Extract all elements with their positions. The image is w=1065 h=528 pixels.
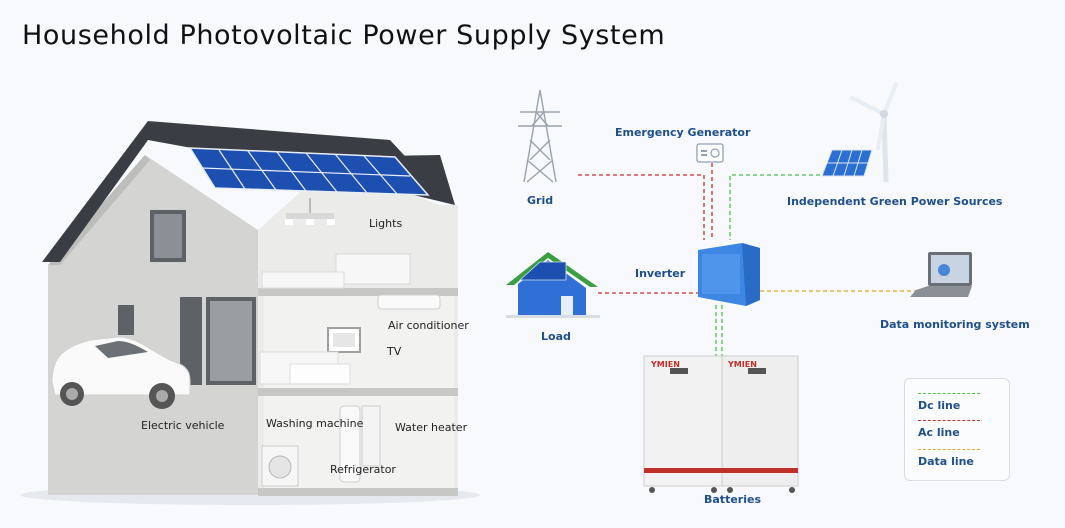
green-power-icon <box>821 82 898 183</box>
label-electric-vehicle: Electric vehicle <box>141 419 225 432</box>
label-tv: TV <box>387 345 402 358</box>
rooftop-solar-panel <box>188 147 430 196</box>
battery-brand-left: YMIEN <box>651 360 680 369</box>
inverter-icon <box>698 243 760 306</box>
label-green-power-sources: Independent Green Power Sources <box>787 195 1003 208</box>
legend-ac-swatch <box>918 420 980 421</box>
label-data-monitoring: Data monitoring system <box>880 318 1030 331</box>
legend-dc-swatch <box>918 393 980 394</box>
label-air-conditioner: Air conditioner <box>388 319 469 332</box>
page-title: Household Photovoltaic Power Supply Syst… <box>22 20 666 51</box>
legend-data-label: Data line <box>918 455 974 468</box>
label-emergency-generator: Emergency Generator <box>615 126 751 139</box>
legend-dc-label: Dc line <box>918 399 961 412</box>
battery-cabinets <box>643 355 799 493</box>
electric-vehicle-car <box>51 336 191 409</box>
house-illustration <box>20 121 480 505</box>
label-inverter: Inverter <box>635 267 686 280</box>
load-house-icon <box>506 252 600 318</box>
generator-icon <box>696 143 724 163</box>
label-grid: Grid <box>527 194 554 207</box>
label-lights: Lights <box>369 217 403 230</box>
legend-ac-label: Ac line <box>918 426 960 439</box>
connection-lines <box>578 163 916 356</box>
label-washing-machine: Washing machine <box>266 417 364 430</box>
label-batteries: Batteries <box>704 493 761 506</box>
legend-item-ac: Ac line <box>918 420 998 439</box>
label-refrigerator: Refrigerator <box>330 463 396 476</box>
label-water-heater: Water heater <box>395 421 468 434</box>
label-load: Load <box>541 330 571 343</box>
legend-item-data: Data line <box>918 449 998 468</box>
battery-brand-right: YMIEN <box>728 360 757 369</box>
grid-tower-icon <box>518 89 562 183</box>
line-legend: Dc line Ac line Data line <box>904 378 1010 481</box>
laptop-icon <box>910 252 972 297</box>
legend-data-swatch <box>918 449 980 450</box>
legend-item-dc: Dc line <box>918 393 998 412</box>
